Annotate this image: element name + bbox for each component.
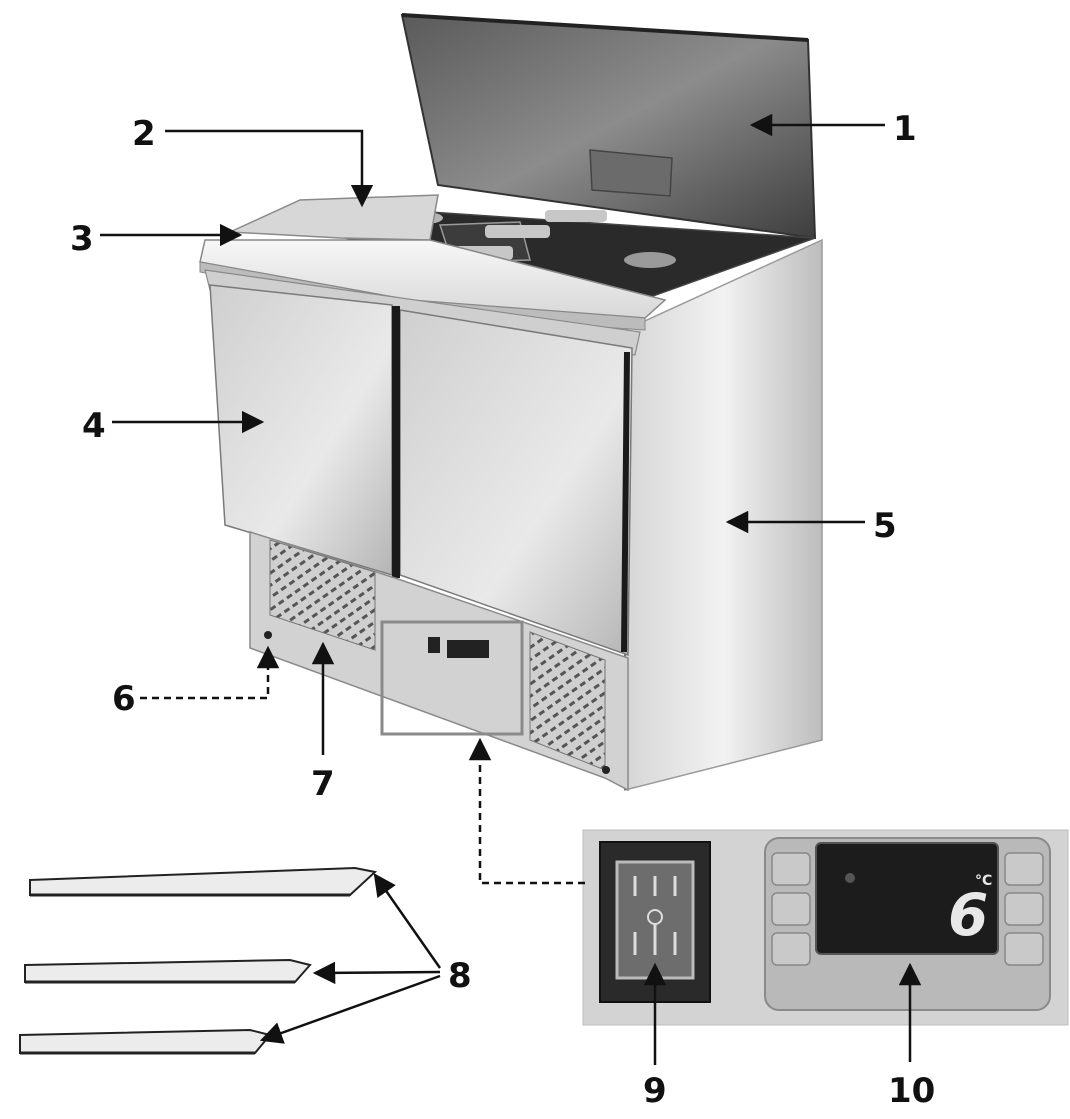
callout-1: 1 [893, 109, 917, 149]
shelves [20, 868, 375, 1053]
controller-button [772, 893, 810, 925]
temperature-value: 6 [948, 881, 988, 949]
side-panel [625, 240, 822, 790]
callout-6: 6 [112, 679, 136, 719]
foot-right [602, 766, 610, 774]
callout-4: 4 [82, 406, 106, 446]
mini-display [447, 640, 489, 658]
callout-5: 5 [873, 506, 897, 546]
indicator-led [845, 873, 855, 883]
callout-10: 10 [888, 1071, 935, 1111]
worktop [230, 195, 438, 240]
controller-button [772, 933, 810, 965]
foot [264, 631, 272, 639]
callout-2: 2 [132, 114, 156, 154]
callout-9: 9 [643, 1071, 667, 1111]
left-door [210, 285, 392, 575]
callout-7: 7 [311, 764, 335, 804]
temperature-unit: °C [975, 873, 992, 889]
controller-button [772, 853, 810, 885]
controller-button [1005, 893, 1043, 925]
controller-button [1005, 853, 1043, 885]
controller-button [1005, 933, 1043, 965]
callout-3: 3 [70, 219, 94, 259]
door-handle-right [624, 352, 627, 652]
callout-8: 8 [448, 956, 472, 996]
mini-switch [428, 637, 440, 653]
lid [402, 15, 815, 238]
